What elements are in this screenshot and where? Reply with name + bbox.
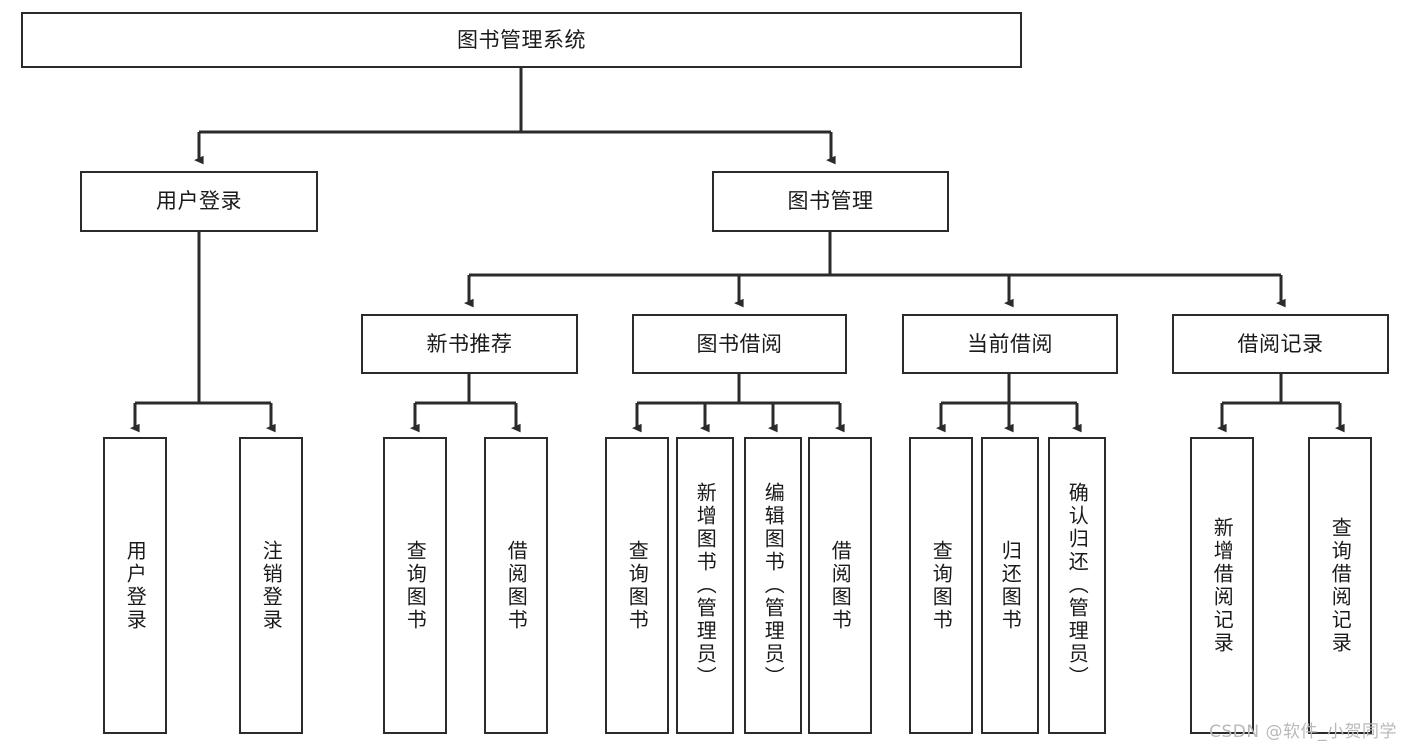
node-label: 注销登录 <box>259 539 284 632</box>
node-label: 图书管理系统 <box>457 27 586 52</box>
node-root-system[interactable]: 图书管理系统 <box>21 12 1022 68</box>
leaf-confirm-return-admin[interactable]: 确认归还（管理员） <box>1048 437 1106 734</box>
node-label: 新书推荐 <box>426 331 513 356</box>
leaf-borrow-books[interactable]: 借阅图书 <box>808 437 872 734</box>
node-label: 图书借阅 <box>696 331 783 356</box>
node-label: 借阅记录 <box>1237 331 1324 356</box>
node-current-borrow[interactable]: 当前借阅 <box>902 314 1118 374</box>
node-label: 归还图书 <box>998 539 1023 632</box>
leaf-query-books-current[interactable]: 查询图书 <box>909 437 973 734</box>
node-label: 借阅图书 <box>828 539 853 632</box>
node-label: 用户登录 <box>156 189 242 214</box>
node-label: 确认归还（管理员） <box>1065 482 1090 689</box>
leaf-query-books-borrow[interactable]: 查询图书 <box>605 437 669 734</box>
node-label: 借阅图书 <box>504 539 529 632</box>
node-label: 当前借阅 <box>967 331 1053 356</box>
node-label: 新增借阅记录 <box>1210 516 1235 655</box>
leaf-edit-book-admin[interactable]: 编辑图书（管理员） <box>744 437 802 734</box>
node-label: 编辑图书（管理员） <box>761 482 786 689</box>
node-book-management[interactable]: 图书管理 <box>712 171 949 232</box>
leaf-borrow-books-new[interactable]: 借阅图书 <box>484 437 548 734</box>
node-label: 查询图书 <box>625 539 650 632</box>
node-label: 用户登录 <box>123 539 148 632</box>
node-label: 新增图书（管理员） <box>693 482 718 689</box>
leaf-query-borrow-record[interactable]: 查询借阅记录 <box>1308 437 1372 734</box>
node-label: 查询图书 <box>929 539 954 632</box>
node-user-login[interactable]: 用户登录 <box>80 171 318 232</box>
node-book-borrow[interactable]: 图书借阅 <box>632 314 847 374</box>
leaf-add-book-admin[interactable]: 新增图书（管理员） <box>676 437 734 734</box>
node-new-book-recommend[interactable]: 新书推荐 <box>361 314 578 374</box>
leaf-return-books[interactable]: 归还图书 <box>981 437 1039 734</box>
node-borrow-records[interactable]: 借阅记录 <box>1172 314 1389 374</box>
leaf-logout[interactable]: 注销登录 <box>239 437 303 734</box>
leaf-user-login[interactable]: 用户登录 <box>103 437 167 734</box>
node-label: 查询图书 <box>403 539 428 632</box>
node-label: 查询借阅记录 <box>1328 516 1353 655</box>
node-label: 图书管理 <box>787 189 874 214</box>
leaf-add-borrow-record[interactable]: 新增借阅记录 <box>1190 437 1254 734</box>
leaf-query-books-new[interactable]: 查询图书 <box>383 437 447 734</box>
